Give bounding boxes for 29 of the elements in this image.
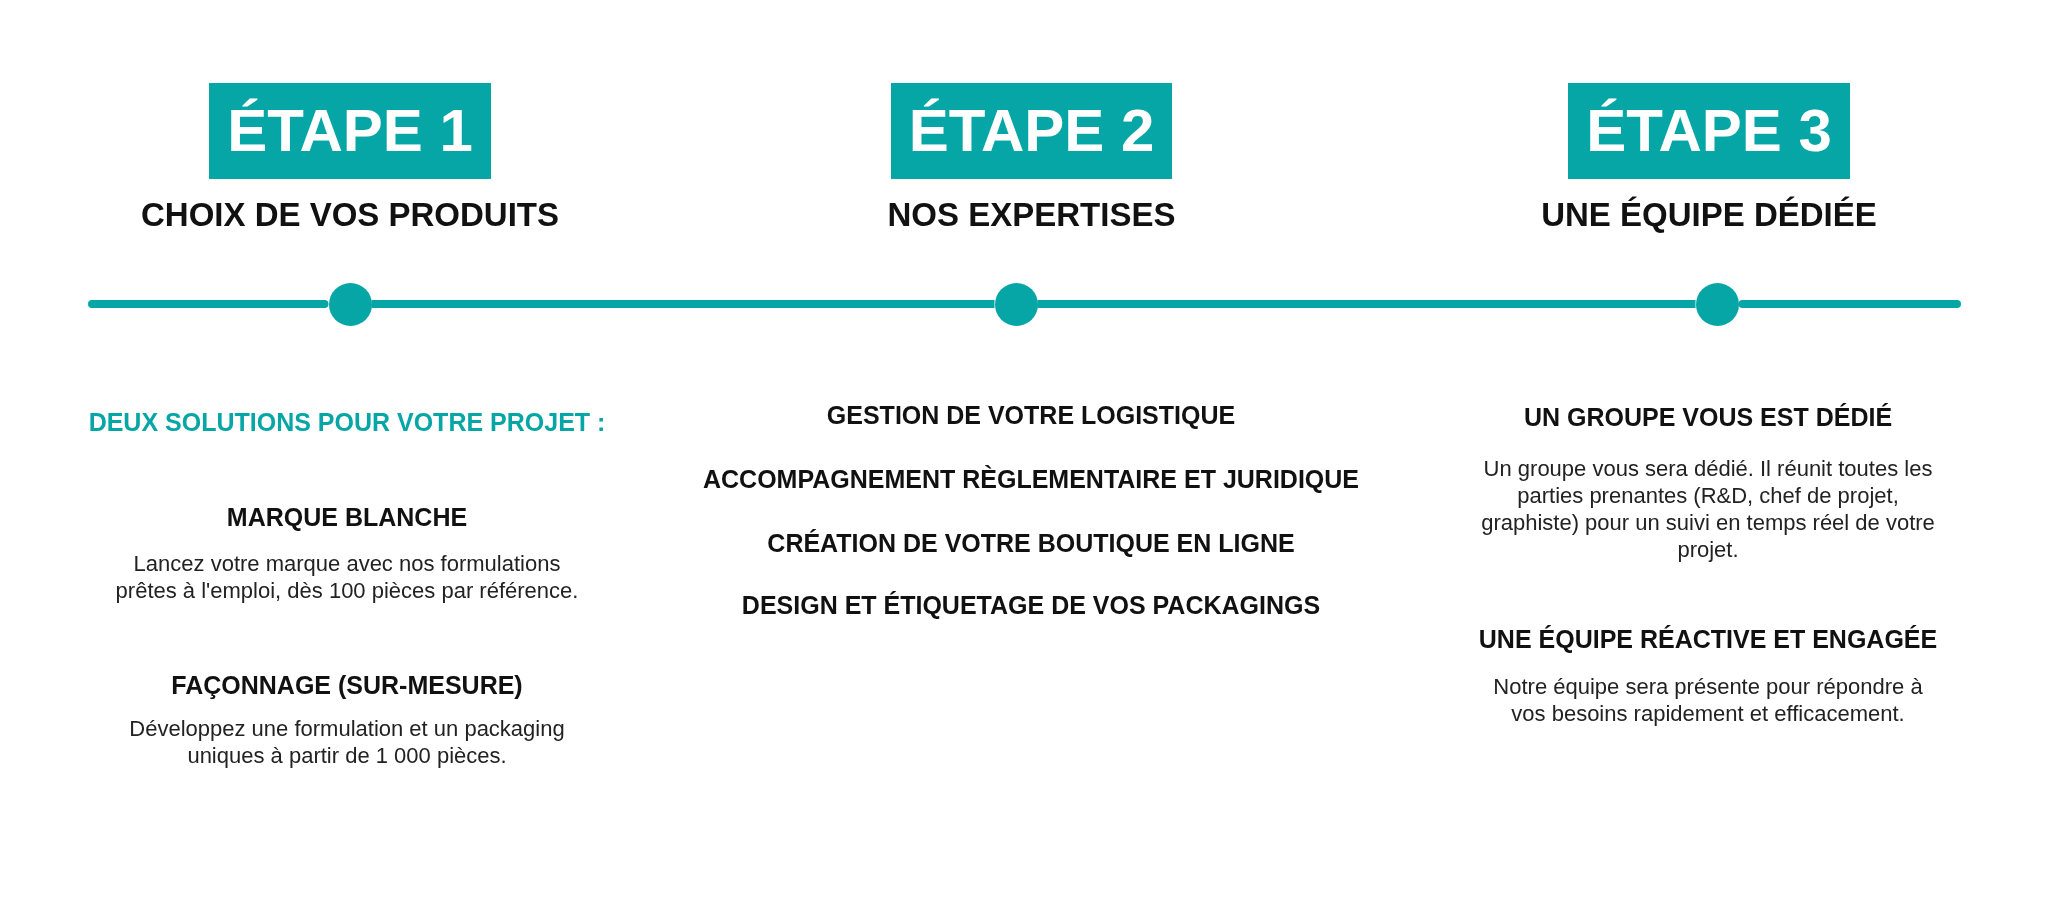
- step-title: ÉTAPE 2: [908, 98, 1155, 164]
- description: Un groupe vous sera dédié. Il réunit toutes les parties prenantes (R&D, chef de projet, graphiste) pour un suivi en temps réel de votre projet.: [1481, 455, 1935, 562]
- step-subtitle: CHOIX DE VOS PRODUITS: [140, 196, 560, 233]
- item-heading: UNE ÉQUIPE RÉACTIVE ET ENGAGÉE: [1478, 624, 1938, 653]
- timeline-line: [1738, 300, 1961, 308]
- item-heading: GESTION DE VOTRE LOGISTIQUE: [826, 400, 1236, 429]
- description: Développez une formulation et un packaging uniques à partir de 1 000 pièces.: [129, 715, 565, 768]
- timeline-line: [88, 300, 329, 308]
- timeline-dot: [328, 282, 372, 326]
- timeline-dot: [1695, 282, 1739, 326]
- step-box: [1568, 83, 1850, 179]
- item-heading: MARQUE BLANCHE: [226, 502, 468, 531]
- item-heading: UN GROUPE VOUS EST DÉDIÉ: [1523, 402, 1893, 431]
- step-box: [209, 83, 491, 179]
- item-heading: CRÉATION DE VOTRE BOUTIQUE EN LIGNE: [767, 529, 1295, 558]
- timeline-dot: [994, 282, 1038, 326]
- step-subtitle: UNE ÉQUIPE DÉDIÉE: [1541, 196, 1877, 233]
- timeline-line: [1037, 300, 1696, 308]
- step-subtitle: NOS EXPERTISES: [887, 196, 1176, 233]
- step-box: [891, 83, 1172, 179]
- description: Lancez votre marque avec nos formulations prêtes à l'emploi, dès 100 pièces par référence.: [115, 550, 579, 603]
- section-heading: DEUX SOLUTIONS POUR VOTRE PROJET :: [88, 407, 606, 436]
- item-heading: FAÇONNAGE (SUR-MESURE): [171, 671, 523, 700]
- step-title: ÉTAPE 3: [1586, 98, 1832, 164]
- item-heading: ACCOMPAGNEMENT RÈGLEMENTAIRE ET JURIDIQUE: [702, 465, 1359, 494]
- step-title: ÉTAPE 1: [227, 98, 473, 164]
- item-heading: DESIGN ET ÉTIQUETAGE DE VOS PACKAGINGS: [741, 591, 1321, 620]
- timeline-line: [371, 300, 995, 308]
- description: Notre équipe sera présente pour répondre à vos besoins rapidement et efficacement.: [1493, 673, 1923, 726]
